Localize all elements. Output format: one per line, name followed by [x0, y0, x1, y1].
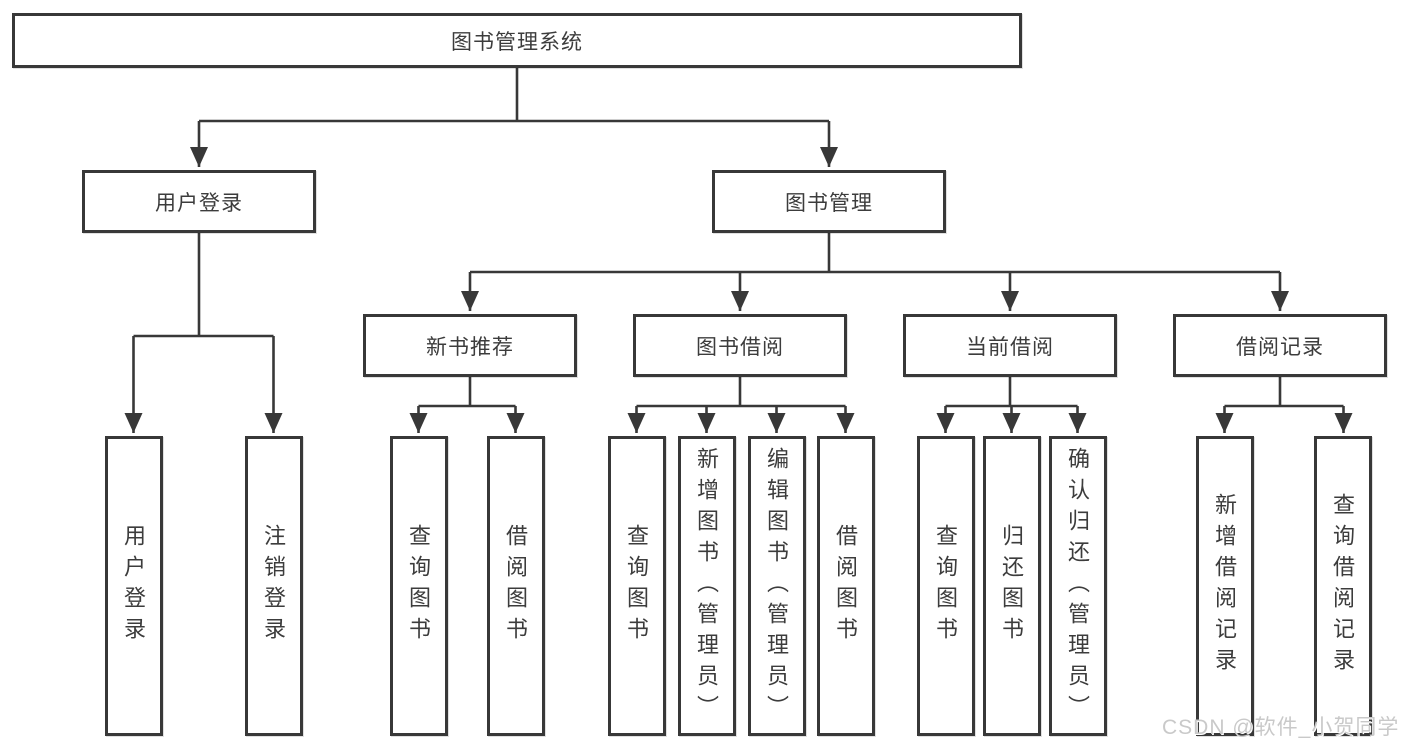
leaf-logout: 注销登录 [245, 436, 303, 736]
leaf-confirm-return-admin: 确认归还（管理员） [1049, 436, 1107, 736]
leaf-borrow-books-rec: 借阅图书 [487, 436, 545, 736]
node-book-borrowing: 图书借阅 [633, 314, 847, 377]
node-user-login: 用户登录 [82, 170, 316, 233]
leaf-query-books-borrow: 查询图书 [608, 436, 666, 736]
connector-root-to-level2 [190, 67, 838, 167]
leaf-return-books: 归还图书 [983, 436, 1041, 736]
node-borrowing-records: 借阅记录 [1173, 314, 1387, 377]
node-new-book-recommendation: 新书推荐 [363, 314, 577, 377]
leaf-query-borrow-record: 查询借阅记录 [1314, 436, 1372, 736]
leaf-edit-books-admin: 编辑图书（管理员） [748, 436, 806, 736]
leaf-query-books-rec: 查询图书 [390, 436, 448, 736]
connector-book-mgmt-to-level3 [461, 232, 1289, 311]
connector-current-borrow-to-leaves [936, 376, 1087, 433]
connector-user-login-to-leaves [124, 232, 283, 433]
leaf-borrow-books: 借阅图书 [817, 436, 875, 736]
leaf-add-borrow-record: 新增借阅记录 [1196, 436, 1254, 736]
csdn-watermark: CSDN @软件_小贺同学 [1162, 716, 1400, 739]
node-current-borrowing: 当前借阅 [903, 314, 1117, 377]
node-system-root: 图书管理系统 [12, 13, 1022, 68]
leaf-query-books-current: 查询图书 [917, 436, 975, 736]
connector-new-book-rec-to-leaves [409, 376, 525, 433]
connector-book-borrow-to-leaves [627, 376, 855, 433]
node-book-management: 图书管理 [712, 170, 946, 233]
connector-borrow-records-to-leaves [1215, 376, 1353, 433]
leaf-user-login: 用户登录 [105, 436, 163, 736]
leaf-add-books-admin: 新增图书（管理员） [678, 436, 736, 736]
